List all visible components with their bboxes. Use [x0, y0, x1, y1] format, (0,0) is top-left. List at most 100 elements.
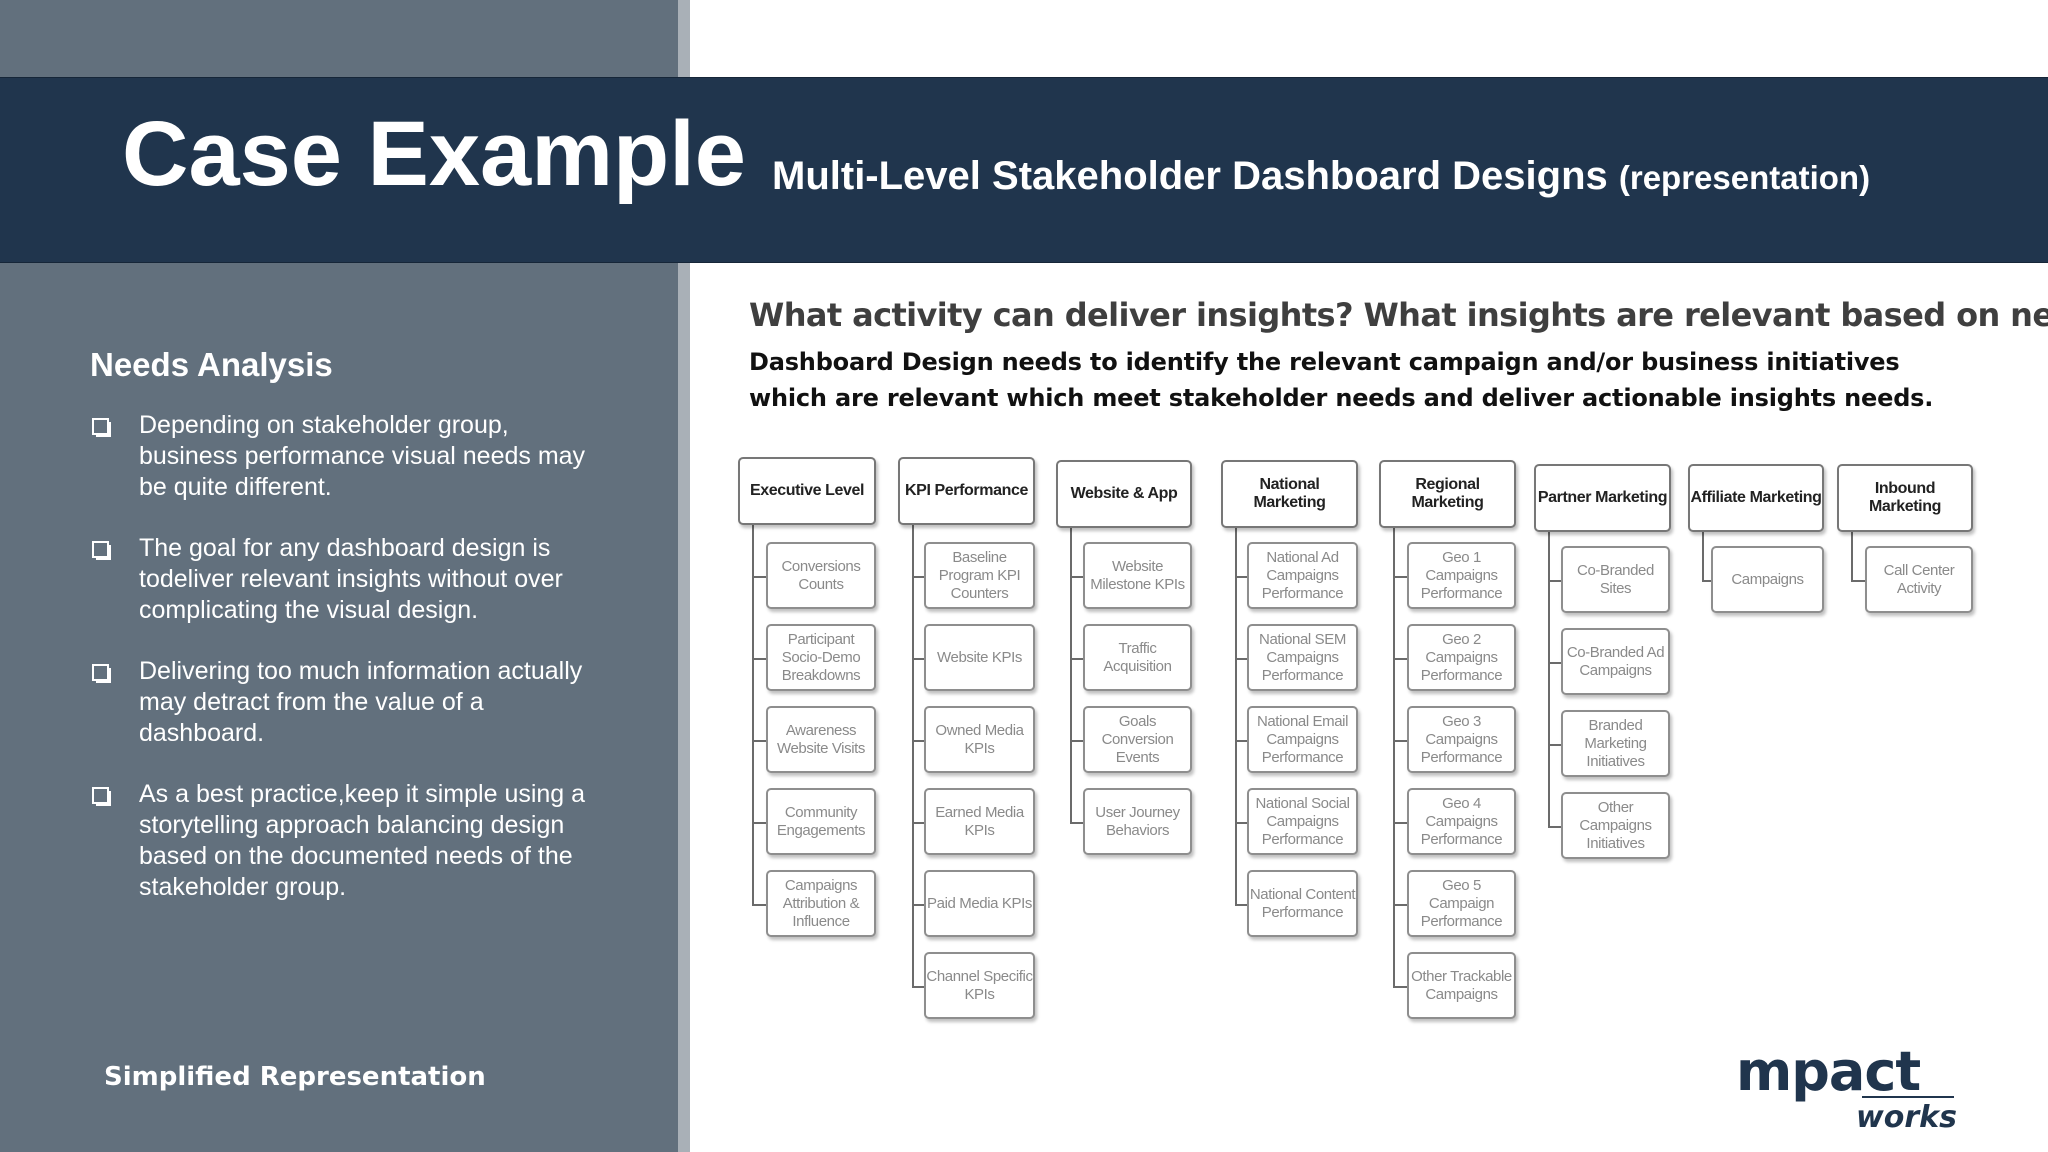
connector-line	[1702, 532, 1704, 581]
connector-line	[1851, 579, 1865, 582]
metric-node: Call Center Activity	[1865, 546, 1973, 613]
metric-node: Geo 3 Campaigns Performance	[1407, 706, 1516, 773]
connector-line	[1851, 532, 1853, 581]
metric-node: Geo 2 Campaigns Performance	[1407, 624, 1516, 691]
checkbox-bullet-icon	[92, 418, 109, 435]
connector-line	[1235, 903, 1247, 906]
title-banner	[0, 77, 2048, 263]
bullet-text: Depending on stakeholder group, business…	[139, 411, 586, 501]
metric-node: Geo 5 Campaign Performance	[1407, 870, 1516, 937]
connector-line	[1393, 528, 1395, 987]
connector-line	[1393, 985, 1407, 988]
connector-line	[1235, 821, 1247, 824]
metric-node: Goals Conversion Events	[1083, 706, 1192, 773]
connector-line	[1070, 739, 1083, 742]
group-header-node: KPI Performance	[898, 457, 1035, 525]
connector-line	[1235, 657, 1247, 660]
connector-line	[912, 525, 914, 987]
connector-line	[1235, 575, 1247, 578]
metric-node: Campaigns	[1711, 546, 1824, 613]
group-header-node: Regional Marketing	[1379, 460, 1516, 528]
connector-line	[1548, 825, 1561, 828]
footnote: Simplified Representation	[104, 1062, 486, 1092]
connector-line	[1070, 575, 1083, 578]
connector-line	[912, 575, 924, 578]
metric-node: Owned Media KPIs	[924, 706, 1035, 773]
connector-line	[1548, 532, 1550, 827]
connector-line	[752, 821, 766, 824]
metric-node: Other Campaigns Initiatives	[1561, 792, 1670, 859]
logo-tagline: works	[1856, 1100, 1957, 1135]
connector-line	[1070, 821, 1083, 824]
bullet-item: Depending on stakeholder group, business…	[90, 410, 590, 503]
bullet-item: As a best practice,keep it simple using …	[90, 779, 590, 903]
connector-line	[752, 739, 766, 742]
metric-node: Other Trackable Campaigns	[1407, 952, 1516, 1019]
metric-node: National Content Performance	[1247, 870, 1358, 937]
connector-line	[912, 657, 924, 660]
needs-analysis-heading: Needs Analysis	[90, 346, 333, 383]
sidebar-edge	[678, 0, 690, 1152]
checkbox-bullet-icon	[92, 541, 109, 558]
group-header-node: Website & App	[1056, 460, 1192, 528]
connector-line	[1702, 579, 1711, 582]
metric-node: National Ad Campaigns Performance	[1247, 542, 1358, 609]
connector-line	[1393, 739, 1407, 742]
group-header-node: Partner Marketing	[1534, 464, 1671, 532]
metric-node: Geo 1 Campaigns Performance	[1407, 542, 1516, 609]
metric-node: Paid Media KPIs	[924, 870, 1035, 937]
metric-node: National SEM Campaigns Performance	[1247, 624, 1358, 691]
metric-node: Channel Specific KPIs	[924, 952, 1035, 1019]
needs-bullet-list: Depending on stakeholder group, business…	[90, 410, 590, 933]
metric-node: Geo 4 Campaigns Performance	[1407, 788, 1516, 855]
group-header-node: National Marketing	[1221, 460, 1358, 528]
bullet-item: The goal for any dashboard design is tod…	[90, 533, 590, 626]
metric-node: User Journey Behaviors	[1083, 788, 1192, 855]
bullet-text: Delivering too much information actually…	[139, 657, 583, 747]
connector-line	[1548, 579, 1561, 582]
connector-line	[752, 575, 766, 578]
connector-line	[912, 985, 924, 988]
metric-node: National Email Campaigns Performance	[1247, 706, 1358, 773]
group-header-node: Inbound Marketing	[1837, 464, 1973, 532]
connector-line	[1070, 657, 1083, 660]
metric-node: Traffic Acquisition	[1083, 624, 1192, 691]
metric-node: Website Milestone KPIs	[1083, 542, 1192, 609]
checkbox-bullet-icon	[92, 787, 109, 804]
page-title: Case Example	[122, 103, 746, 205]
metric-node: National Social Campaigns Performance	[1247, 788, 1358, 855]
connector-line	[1548, 661, 1561, 664]
connector-line	[1393, 821, 1407, 824]
connector-line	[1548, 743, 1561, 746]
metric-node: Community Engagements	[766, 788, 876, 855]
connector-line	[752, 525, 754, 905]
connector-line	[752, 657, 766, 660]
group-header-node: Executive Level	[738, 457, 876, 525]
metric-node: Earned Media KPIs	[924, 788, 1035, 855]
metric-node: Co-Branded Sites	[1561, 546, 1670, 613]
metric-node: Awareness Website Visits	[766, 706, 876, 773]
connector-line	[1393, 657, 1407, 660]
connector-line	[1235, 739, 1247, 742]
connector-line	[912, 739, 924, 742]
connector-line	[752, 903, 766, 906]
logo-rule	[1862, 1096, 1954, 1098]
connector-line	[912, 903, 924, 906]
connector-line	[1393, 903, 1407, 906]
main-question: What activity can deliver insights? What…	[749, 296, 2048, 334]
metric-node: Participant Socio-Demo Breakdowns	[766, 624, 876, 691]
subtitle-text: Multi-Level Stakeholder Dashboard Design…	[772, 154, 1608, 198]
metric-node: Campaigns Attribution & Influence	[766, 870, 876, 937]
logo-wordmark: mpact	[1736, 1040, 1921, 1103]
connector-line	[1393, 575, 1407, 578]
bullet-text: The goal for any dashboard design is tod…	[139, 534, 563, 624]
subtitle-note: (representation)	[1618, 159, 1871, 196]
metric-node: Branded Marketing Initiatives	[1561, 710, 1670, 777]
bullet-item: Delivering too much information actually…	[90, 656, 590, 749]
metric-node: Website KPIs	[924, 624, 1035, 691]
metric-node: Conversions Counts	[766, 542, 876, 609]
page-subtitle: Multi-Level Stakeholder Dashboard Design…	[772, 156, 1870, 196]
connector-line	[912, 821, 924, 824]
connector-line	[1070, 528, 1072, 823]
